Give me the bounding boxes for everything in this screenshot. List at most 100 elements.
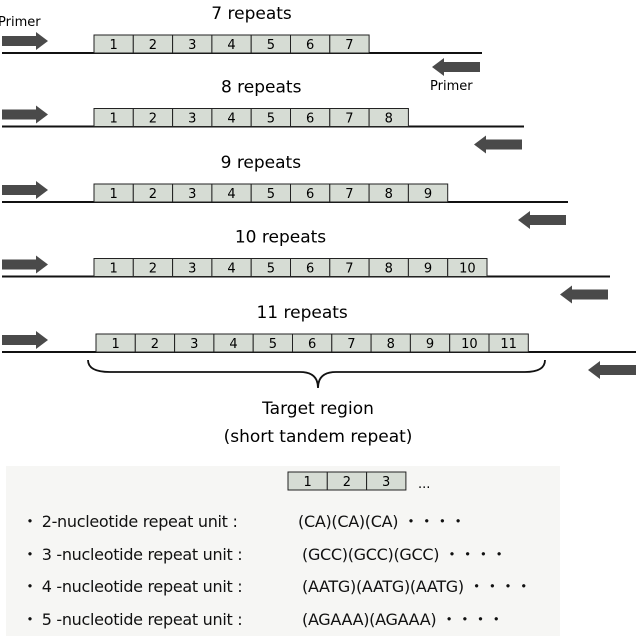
legend-unit-number: 1: [303, 475, 311, 490]
repeat-unit-number: 8: [385, 262, 393, 277]
repeat-unit-number: 1: [112, 337, 120, 352]
repeat-unit-number: 4: [229, 337, 237, 352]
legend-item-sequence: (GCC)(GCC)(GCC) ・・・・: [302, 545, 507, 564]
repeat-unit-number: 1: [110, 187, 118, 202]
right-arrow-icon: [2, 105, 48, 124]
repeat-unit-number: 4: [227, 38, 235, 53]
repeat-unit-box: [329, 34, 370, 54]
repeat-unit-number: 6: [306, 187, 314, 202]
repeat-unit-number: 1: [110, 38, 118, 53]
legend-item-sequence: (AGAAA)(AGAAA) ・・・・: [302, 610, 504, 629]
repeat-unit-box: [447, 258, 488, 277]
repeat-unit-number: 9: [424, 262, 432, 277]
repeat-unit-number: 2: [151, 337, 159, 352]
legend-item-sequence: (AATG)(AATG)(AATG) ・・・・: [302, 577, 532, 596]
repeat-unit-number: 2: [149, 262, 157, 277]
repeat-row: 10 repeats 1 2 3 4 5 6 7 8 9 10: [2, 228, 610, 304]
curly-brace-icon: [87, 359, 546, 389]
legend-item-text: 2-nucleotide repeat unit :: [41, 512, 238, 531]
repeat-count-label: 10 repeats: [235, 228, 326, 248]
legend-item-text: 3 -nucleotide repeat unit :: [41, 545, 243, 564]
repeat-unit-number: 4: [227, 112, 235, 127]
legend-item-sequence: (CA)(CA)(CA) ・・・・: [298, 512, 466, 531]
repeat-unit-number: 3: [188, 112, 196, 127]
legend-item-text: 5 -nucleotide repeat unit :: [41, 610, 243, 629]
repeat-count-label: 11 repeats: [256, 303, 347, 323]
legend-bullet: ・: [22, 545, 38, 564]
legend-bullet: ・: [22, 512, 38, 531]
repeat-unit-number: 5: [269, 337, 277, 352]
repeat-unit-number: 5: [267, 262, 275, 277]
repeat-unit-number: 7: [345, 38, 353, 53]
repeat-unit-number: 10: [459, 262, 476, 277]
repeat-unit-number: 2: [149, 38, 157, 53]
repeat-row: 8 repeats 1 2 3 4 5 6 7 8: [2, 78, 524, 154]
repeat-unit-number: 8: [387, 337, 395, 352]
repeat-unit-number: 7: [347, 337, 355, 352]
repeat-unit-number: 4: [227, 187, 235, 202]
repeat-unit-number: 8: [385, 112, 393, 127]
repeat-unit-number: 6: [306, 262, 314, 277]
left-arrow-icon: [518, 211, 566, 229]
repeat-row: 11 repeats 1 2 3 4 5 6 7 8 9 10 11: [2, 303, 636, 379]
repeat-unit-box: [368, 108, 409, 127]
repeat-count-label: 9 repeats: [221, 153, 302, 173]
right-arrow-icon: [2, 181, 48, 199]
legend-unit-number: 3: [382, 475, 390, 490]
repeat-unit-number: 10: [461, 337, 478, 352]
repeat-unit-number: 7: [345, 262, 353, 277]
repeat-unit-number: 2: [149, 112, 157, 127]
target-region-sublabel: (short tandem repeat): [224, 427, 413, 447]
repeat-unit-number: 8: [385, 187, 393, 202]
repeat-unit-number: 7: [345, 112, 353, 127]
repeat-unit-number: 1: [110, 112, 118, 127]
right-arrow-icon: [2, 255, 48, 274]
legend-bullet: ・: [22, 610, 38, 629]
repeat-unit-number: 2: [149, 187, 157, 202]
legend-example-boxes: 1 2 3 ...: [287, 471, 430, 492]
repeat-count-label: 8 repeats: [221, 78, 302, 98]
repeat-unit-number: 6: [306, 112, 314, 127]
repeat-unit-number: 9: [424, 187, 432, 202]
legend-bullet: ・: [22, 577, 38, 596]
repeat-unit-number: 5: [267, 187, 275, 202]
repeat-unit-box: [488, 333, 529, 353]
legend-item-3nt: ・3 -nucleotide repeat unit : (GCC)(GCC)(…: [22, 541, 507, 565]
repeat-unit-number: 1: [110, 262, 118, 277]
repeat-unit-number: 5: [267, 112, 275, 127]
repeat-unit-number: 6: [306, 38, 314, 53]
legend-ellipsis: ...: [418, 477, 430, 492]
right-arrow-icon: [2, 331, 48, 349]
right-arrow-icon: [2, 32, 48, 50]
repeat-unit-number: 3: [188, 262, 196, 277]
repeat-unit-number: 3: [190, 337, 198, 352]
legend-item-4nt: ・4 -nucleotide repeat unit : (AATG)(AATG…: [22, 573, 532, 597]
repeat-unit-number: 5: [267, 38, 275, 53]
left-arrow-icon: [560, 285, 608, 304]
legend-unit-box: [366, 471, 407, 491]
forward-primer-label: Primer: [0, 15, 41, 30]
repeat-unit-number: 3: [188, 38, 196, 53]
reverse-primer-label: Primer: [430, 79, 473, 94]
legend-item-text: 4 -nucleotide repeat unit :: [41, 577, 243, 596]
legend-item-2nt: ・2-nucleotide repeat unit : (CA)(CA)(CA)…: [22, 508, 466, 532]
repeat-unit-number: 11: [500, 337, 517, 352]
repeat-unit-number: 7: [345, 187, 353, 202]
left-arrow-icon: [474, 135, 522, 154]
left-arrow-icon: [588, 361, 636, 379]
target-region-label: Target region: [261, 399, 374, 419]
repeat-unit-number: 6: [308, 337, 316, 352]
repeat-row: 9 repeats 1 2 3 4 5 6 7 8 9: [2, 153, 568, 229]
repeat-count-label: 7 repeats: [211, 4, 292, 24]
repeat-unit-number: 4: [227, 262, 235, 277]
repeat-unit-number: 3: [188, 187, 196, 202]
legend-item-5nt: ・5 -nucleotide repeat unit : (AGAAA)(AGA…: [22, 606, 504, 630]
left-arrow-icon: [432, 58, 480, 76]
repeat-unit-number: 9: [426, 337, 434, 352]
repeat-unit-box: [407, 183, 449, 203]
legend-unit-number: 2: [343, 475, 351, 490]
